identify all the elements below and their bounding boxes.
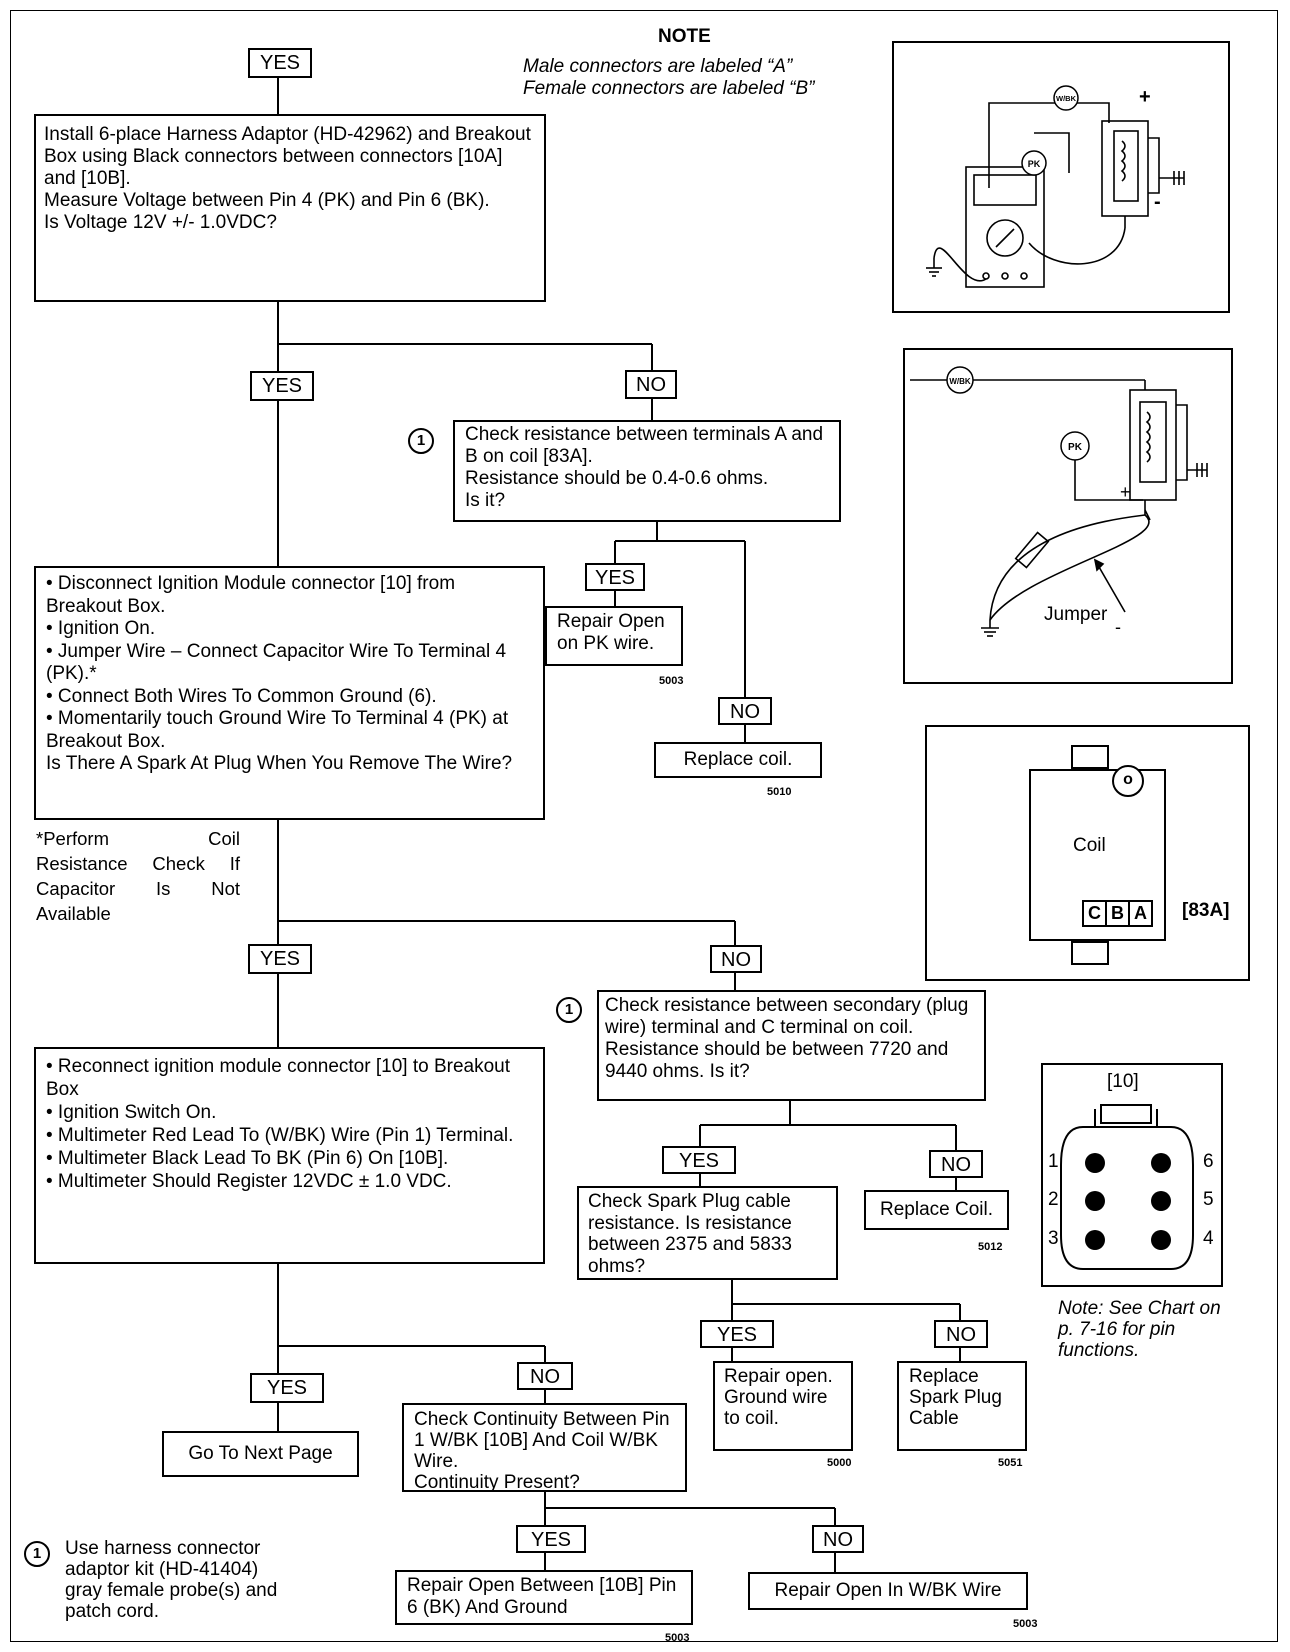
multimeter-diagram: W/BK PK + - — [926, 85, 1185, 288]
figure-multimeter: W/BK PK + - — [892, 41, 1230, 313]
note-male-connectors: Male connectors are labeled “A” — [523, 56, 793, 77]
figure-jumper: W/BK PK + Jumper - — [903, 348, 1233, 684]
coil-secondary-terminal: o — [1112, 765, 1144, 797]
coil-body — [1029, 769, 1166, 941]
yes-label-voltage-reg: YES — [250, 1373, 324, 1403]
step-go-next-page: Go To Next Page — [162, 1431, 359, 1477]
code-repair-pk: 5003 — [659, 675, 684, 687]
terminal-a: A — [1130, 900, 1153, 927]
footnote-marker-1c: 1 — [24, 1541, 50, 1567]
note-female-connectors: Female connectors are labeled “B” — [523, 78, 815, 99]
step-repair-ground-wire: Repair open. Ground wire to coil. — [713, 1361, 853, 1451]
step-check-coil-ab: Check resistance between terminals A and… — [453, 420, 841, 522]
no-label-voltage-reg: NO — [517, 1362, 573, 1390]
code-replace-coil-1: 5010 — [767, 786, 792, 798]
coil-label: Coil — [1073, 835, 1106, 856]
yes-label-secondary: YES — [662, 1146, 736, 1174]
no-label-coil-ab: NO — [718, 697, 772, 725]
step-replace-coil-2: Replace Coil. — [864, 1190, 1009, 1230]
no-label-continuity: NO — [812, 1525, 864, 1553]
no-label-spark-cable: NO — [934, 1320, 988, 1348]
yes-label-spark: YES — [248, 944, 312, 974]
code-replace-spark-cable: 5051 — [998, 1457, 1023, 1469]
step-install-adaptor: Install 6-place Harness Adaptor (HD-4296… — [34, 114, 546, 302]
step-replace-spark-cable: Replace Spark Plug Cable — [897, 1361, 1027, 1451]
step-check-continuity: Check Continuity Between Pin 1 W/BK [10B… — [402, 1403, 687, 1493]
no-label-voltage: NO — [625, 370, 677, 399]
note-title: NOTE — [658, 26, 711, 47]
wbk-tag-2: W/BK — [949, 377, 971, 386]
yes-label-continuity: YES — [516, 1525, 586, 1553]
plus-sign-2: + — [1120, 482, 1131, 502]
minus-sign-2: - — [1115, 617, 1121, 637]
step-repair-pk: Repair Open on PK wire. — [545, 606, 683, 666]
pk-tag-2: PK — [1068, 442, 1083, 453]
pk-tag: PK — [1028, 159, 1041, 169]
pin-3-label: 3 — [1048, 1228, 1059, 1249]
step-check-secondary: Check resistance between secondary (plug… — [597, 990, 986, 1101]
yes-label-coil-ab: YES — [585, 563, 645, 591]
step-replace-coil-1: Replace coil. — [654, 742, 822, 778]
footnote-capacitor: *Perform Coil Resistance Check If Capaci… — [36, 828, 240, 924]
connector-ref-label: [10] — [1107, 1071, 1139, 1092]
yes-label-spark-cable: YES — [700, 1320, 774, 1348]
page-frame — [10, 10, 1278, 1642]
terminal-c: C — [1082, 900, 1107, 927]
connector-pin-diagram — [1060, 1104, 1194, 1270]
terminal-b: B — [1107, 900, 1130, 927]
no-label-spark: NO — [710, 945, 762, 973]
pin-function-note: Note: See Chart on p. 7-16 for pin funct… — [1058, 1298, 1221, 1361]
pin-1-label: 1 — [1048, 1151, 1059, 1172]
code-repair-wbk: 5003 — [1013, 1618, 1038, 1630]
code-repair-ground-wire: 5000 — [827, 1457, 852, 1469]
step-repair-wbk: Repair Open In W/BK Wire — [748, 1572, 1028, 1610]
footnote-adaptor-kit: Use harness connector adaptor kit (HD-41… — [65, 1538, 278, 1622]
figure-connector-10: [10] 1 2 3 6 5 4 — [1041, 1063, 1223, 1287]
jumper-diagram: W/BK PK + Jumper - — [910, 366, 1208, 637]
pin-6-label: 6 — [1203, 1151, 1214, 1172]
plus-sign: + — [1139, 86, 1151, 108]
coil-bottom-tab — [1071, 941, 1109, 965]
jumper-label: Jumper — [1044, 604, 1108, 625]
footnote-marker-1a: 1 — [408, 428, 434, 454]
code-repair-ground-pin6: 5003 — [665, 1632, 690, 1644]
step-disconnect-module: • Disconnect Ignition Module connector [… — [34, 566, 545, 820]
yes-label-start: YES — [248, 48, 312, 78]
yes-label-voltage: YES — [250, 371, 314, 401]
coil-ref-label: [83A] — [1182, 900, 1230, 921]
step-repair-ground-pin6: Repair Open Between [10B] Pin 6 (BK) And… — [395, 1570, 693, 1625]
step-check-spark-cable: Check Spark Plug cable resistance. Is re… — [577, 1186, 838, 1280]
coil-terminals: C B A — [1082, 900, 1153, 927]
wbk-tag: W/BK — [1056, 94, 1077, 103]
footnote-marker-1b: 1 — [556, 997, 582, 1023]
minus-sign: - — [1154, 191, 1161, 213]
no-label-secondary: NO — [929, 1150, 983, 1178]
code-replace-coil-2: 5012 — [978, 1241, 1003, 1253]
figure-coil: o Coil C B A [83A] — [925, 725, 1250, 981]
coil-top-tab — [1071, 745, 1109, 769]
pin-2-label: 2 — [1048, 1189, 1059, 1210]
step-reconnect-module: • Reconnect ignition module connector [1… — [34, 1047, 545, 1264]
pin-5-label: 5 — [1203, 1189, 1214, 1210]
pin-4-label: 4 — [1203, 1228, 1214, 1249]
